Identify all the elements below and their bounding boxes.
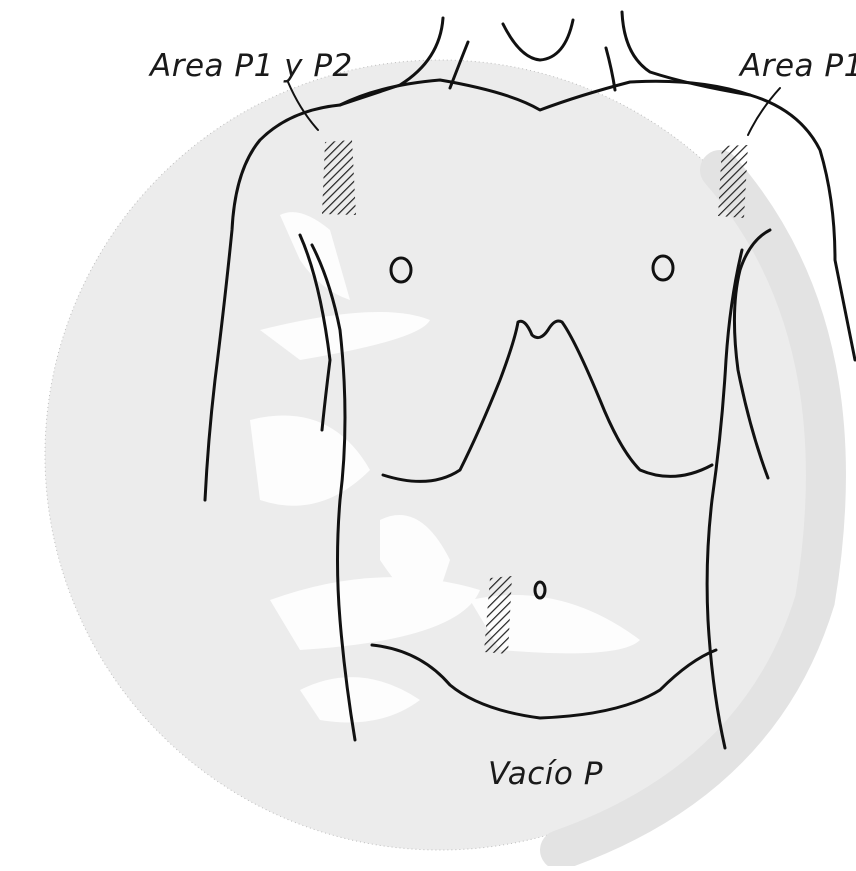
hatched-area-left [322,140,356,215]
area-p1-p2-label: Area P1 y P2 [150,48,353,84]
vacio-p-label: Vacío P [488,756,603,792]
area-p1-label: Area P1 [740,48,856,84]
hatched-area-right [718,145,748,218]
